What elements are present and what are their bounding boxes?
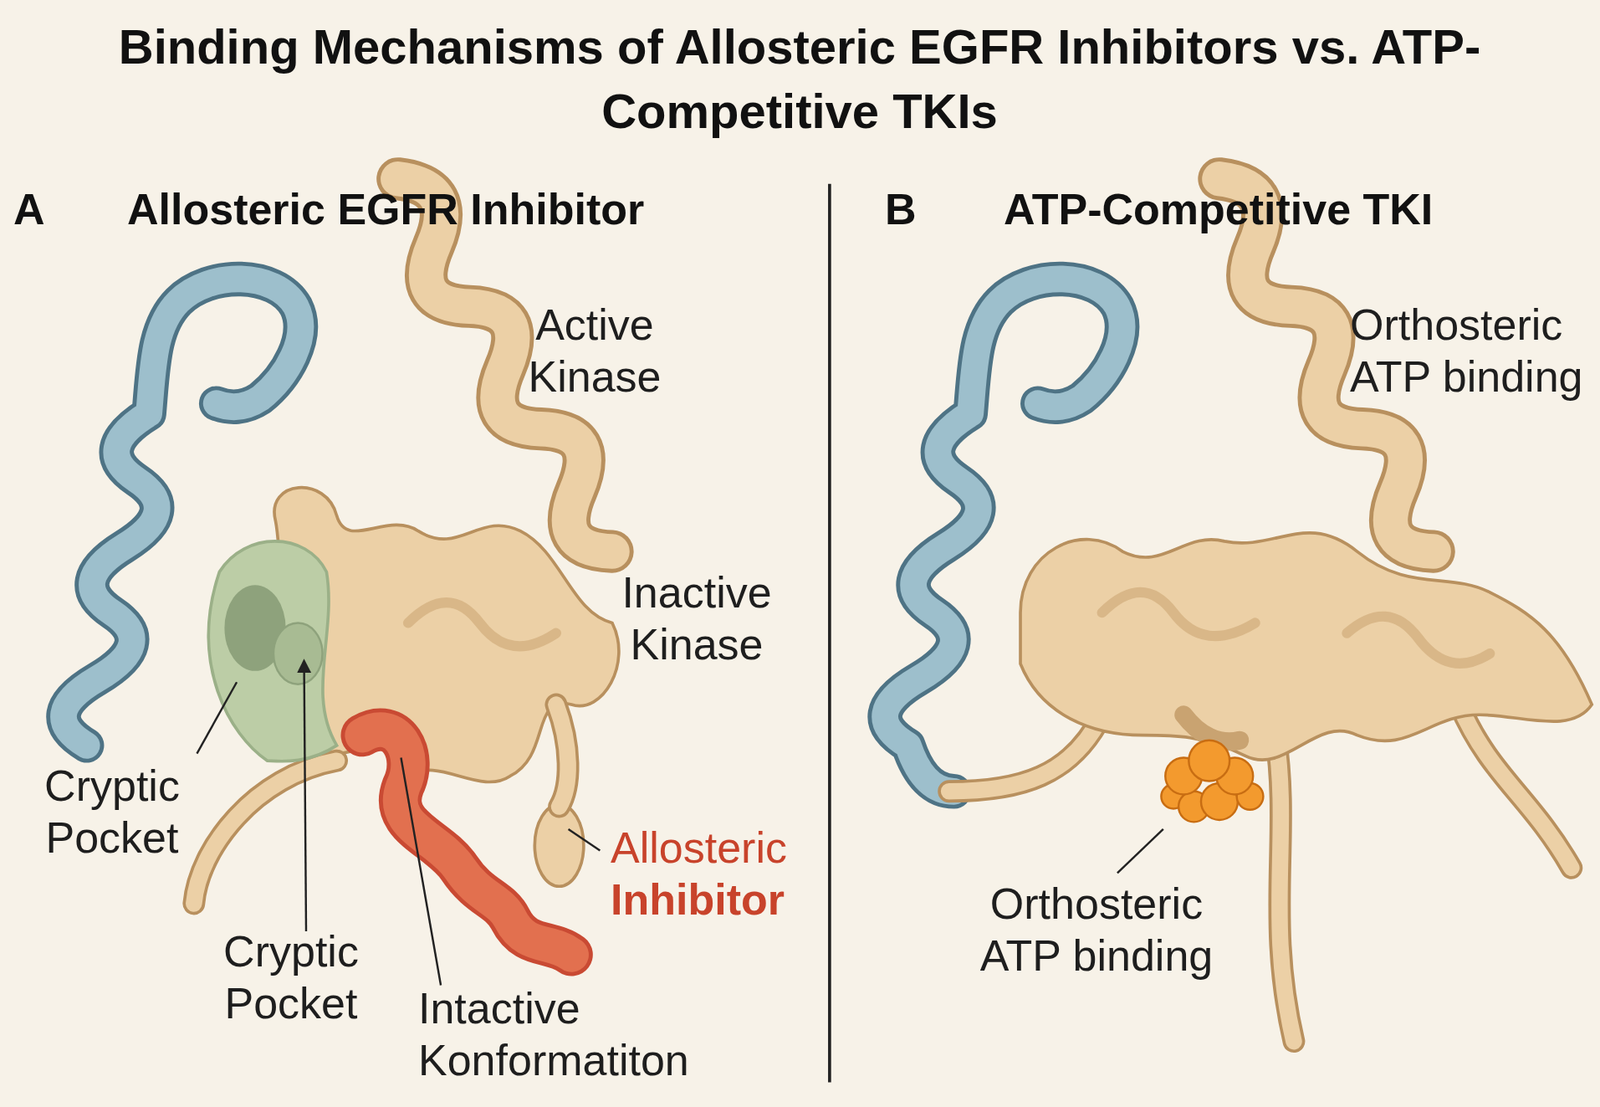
pocket-cavity xyxy=(273,622,323,684)
leader-arrow xyxy=(304,665,307,931)
leader-line xyxy=(568,828,601,851)
panel-heading: Allosteric EGFR Inhibitor xyxy=(127,183,763,236)
callout-label: Cryptic Pocket xyxy=(28,759,196,864)
leader-line xyxy=(1117,828,1164,873)
allosteric-inhibitor xyxy=(362,729,572,955)
panel-letter: A xyxy=(13,183,72,236)
callout-label: Orthosteric ATP binding xyxy=(975,877,1218,982)
strand-outline xyxy=(556,704,568,807)
callout-label: Cryptic Pocket xyxy=(207,925,375,1029)
structure-label: Active Kinase xyxy=(511,298,679,403)
kinase-body xyxy=(1020,532,1592,760)
callout-label: Intactive Konformatiton xyxy=(418,981,737,1086)
tail-fill xyxy=(194,760,338,904)
leader-line xyxy=(196,681,237,753)
structure-label: Inactive Kinase xyxy=(604,566,789,670)
tail-outline xyxy=(194,760,338,904)
leader-line xyxy=(400,757,441,986)
panel-heading: ATP-Competitive TKI xyxy=(1003,183,1590,236)
pocket-shadow xyxy=(1183,714,1240,742)
structure-label: Orthosteric ATP binding xyxy=(1349,298,1593,403)
strand-fill xyxy=(556,704,568,807)
atp-ligand xyxy=(1160,740,1263,823)
inhibitor-outline xyxy=(362,729,572,955)
fold-shading xyxy=(1102,592,1491,664)
panel-divider xyxy=(828,184,832,1083)
panel-b-structure xyxy=(884,178,1592,1042)
fold-shading xyxy=(408,602,557,646)
diagram-title: Binding Mechanisms of Allosteric EGFR In… xyxy=(13,14,1586,144)
panel-a-structure xyxy=(63,178,619,986)
panel-letter: B xyxy=(884,183,944,236)
inhibitor-label: Allosteric Inhibitor xyxy=(610,821,824,926)
cryptic-pocket xyxy=(208,541,337,762)
